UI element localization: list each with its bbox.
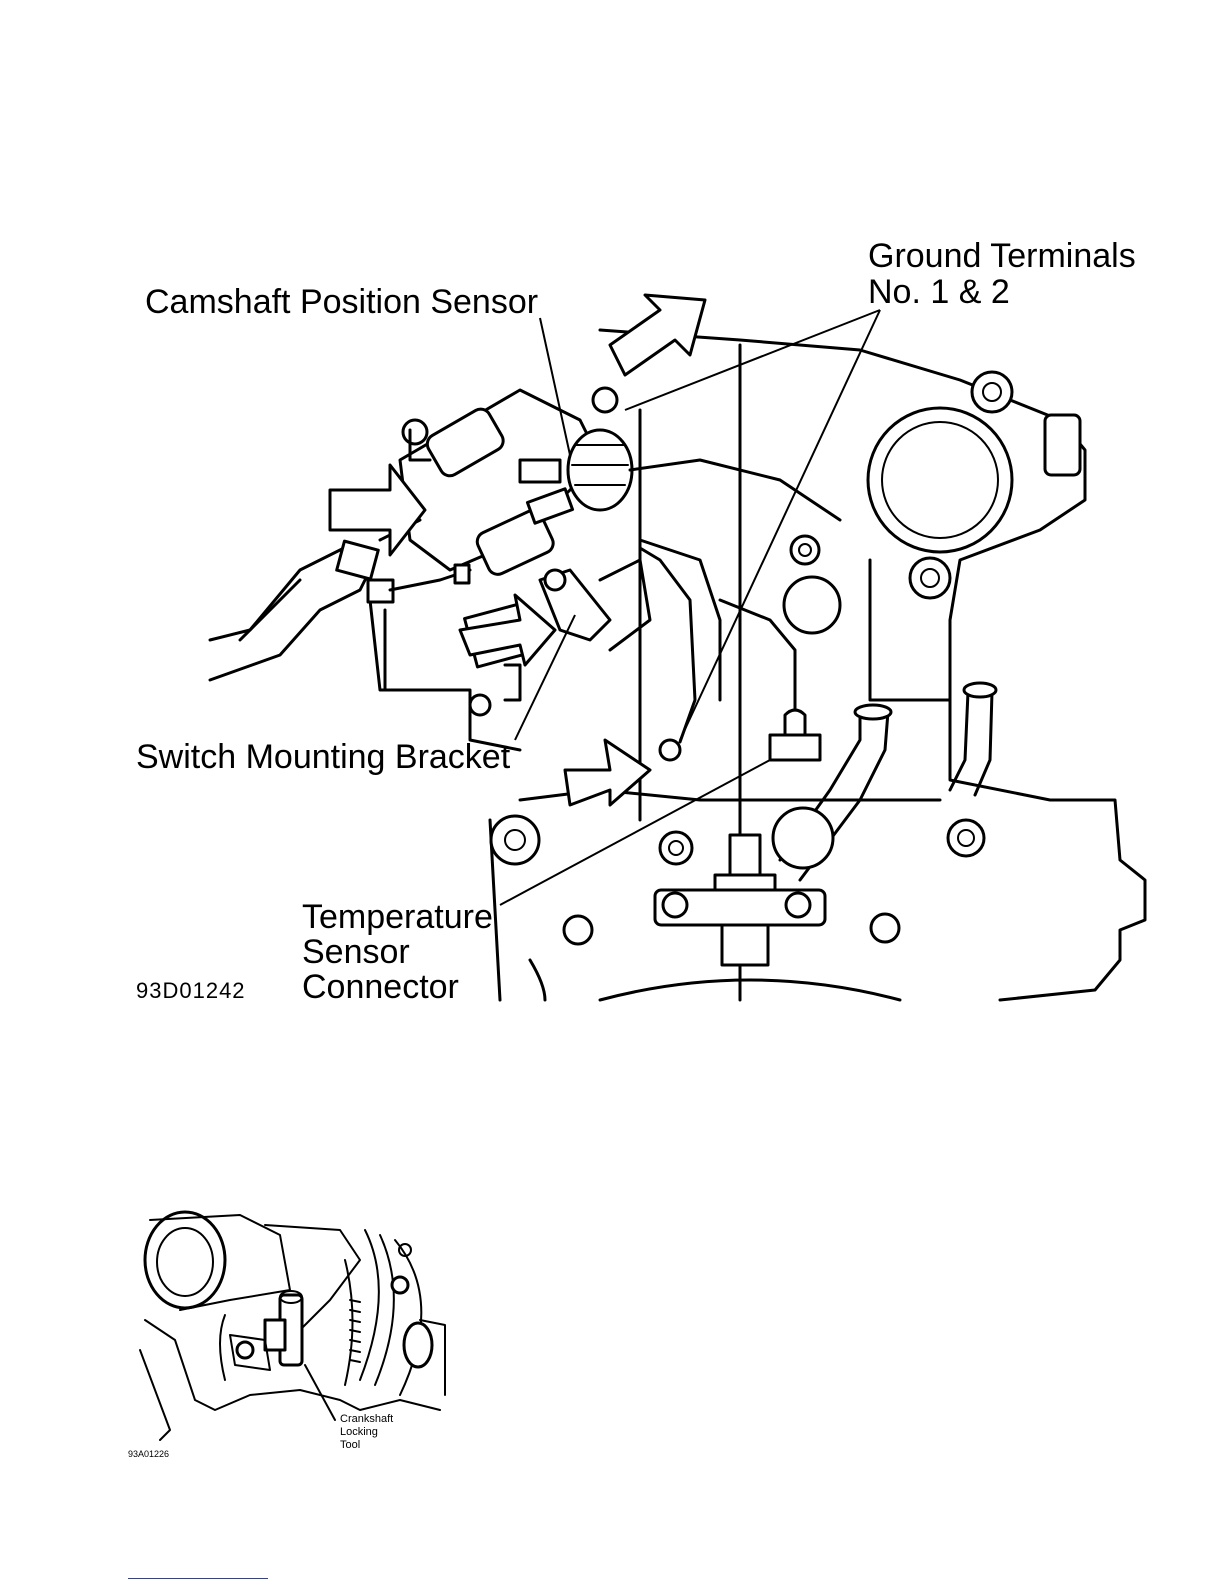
ground-wire xyxy=(640,548,695,760)
locking-label: Locking xyxy=(340,1426,378,1438)
arrow-ground-terminal-bottom xyxy=(565,740,650,805)
camshaft-sensor-assembly xyxy=(400,390,840,700)
figure-code: 93D01242 xyxy=(136,980,246,1002)
connector-label: Connector xyxy=(302,970,459,1004)
ground-terminals-label: Ground Terminals xyxy=(868,239,1136,273)
switch-mounting-bracket-label: Switch Mounting Bracket xyxy=(136,740,510,774)
arrow-ground-terminal-top xyxy=(610,295,705,375)
temperature-label: Temperature xyxy=(302,900,493,934)
sensor-label: Sensor xyxy=(302,935,410,969)
thermostat-housing xyxy=(868,372,1080,598)
crankshaft-label: Crankshaft xyxy=(340,1413,393,1425)
footer-link-underline[interactable] xyxy=(128,1578,268,1579)
crankshaft-figure-code: 93A01226 xyxy=(128,1450,169,1459)
ground-terminals-number-label: No. 1 & 2 xyxy=(868,275,1010,309)
tool-label: Tool xyxy=(340,1439,360,1451)
switch-bracket xyxy=(370,560,650,750)
camshaft-position-sensor-label: Camshaft Position Sensor xyxy=(145,285,538,319)
